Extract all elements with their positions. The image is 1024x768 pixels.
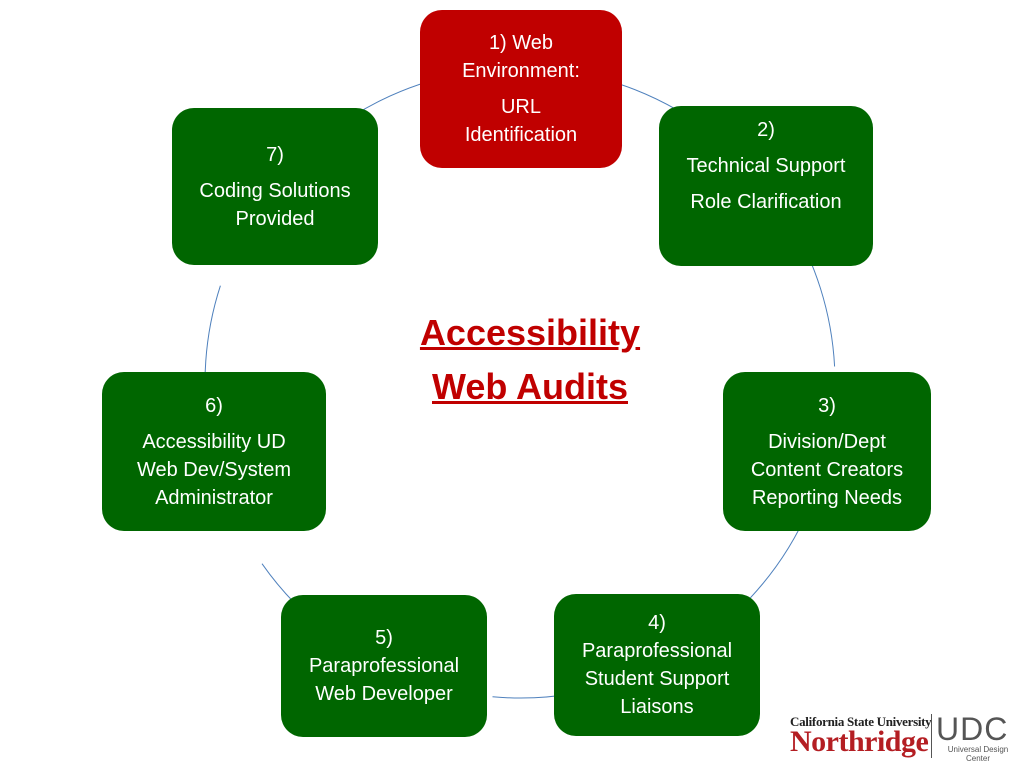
logo-udc: UDC: [936, 711, 1009, 747]
node-system-administrator: 6) Accessibility UD Web Dev/System Admin…: [102, 372, 326, 531]
logo-udc-sub-line-2: Center: [965, 754, 990, 763]
node-7-line-1: 7): [266, 143, 284, 166]
node-5-line-1: 5): [375, 627, 393, 649]
logo-udc-sub-line-1: Universal Design: [947, 745, 1009, 754]
diagram-title-line-1: Accessibility: [419, 312, 641, 353]
node-4-line-2: Paraprofessional: [581, 640, 733, 662]
node-web-environment: 1) Web Environment: URL Identification: [420, 10, 622, 168]
node-5-line-3: Web Developer: [315, 683, 453, 705]
node-5-line-2: Paraprofessional: [308, 655, 460, 677]
node-6-line-1: 6): [205, 394, 223, 417]
node-6-line-2: Accessibility UD: [142, 430, 286, 453]
node-4-line-4: Liaisons: [620, 696, 694, 718]
node-web-developer: 5) Paraprofessional Web Developer: [281, 595, 487, 737]
node-2-line-2: Technical Support: [686, 155, 846, 177]
node-6-line-3: Web Dev/System: [136, 458, 292, 481]
node-6-line-4: Administrator: [155, 486, 273, 509]
node-student-support-liaisons: 4) Paraprofessional Student Support Liai…: [554, 594, 760, 736]
logo-university-main: Northridge: [790, 725, 929, 758]
node-4-line-3: Student Support: [584, 668, 730, 690]
logo-divider: [931, 714, 932, 758]
node-3-line-1: 3): [818, 394, 836, 417]
node-division-dept: 3) Division/Dept Content Creators Report…: [723, 372, 931, 531]
node-2-line-1: 2): [757, 119, 775, 141]
csun-udc-logo: California State University Northridge U…: [790, 711, 1018, 763]
node-coding-solutions: 7) Coding Solutions Provided: [172, 108, 378, 265]
node-4-line-1: 4): [648, 612, 666, 634]
node-1-line-1: 1) Web: [488, 32, 554, 54]
logo-udc-sub: Universal Design Center: [938, 745, 1018, 763]
node-technical-support: 2) Technical Support Role Clarification: [659, 106, 873, 266]
node-1-line-3: URL: [500, 96, 541, 118]
diagram-title-line-2: Web Audits: [432, 366, 628, 407]
node-3-line-4: Reporting Needs: [751, 486, 903, 509]
node-7-line-2: Coding Solutions: [199, 179, 351, 202]
node-7-line-3: Provided: [235, 207, 315, 230]
logo-university-top: California State University: [790, 714, 932, 729]
node-3-line-2: Division/Dept: [768, 430, 886, 453]
node-3-line-3: Content Creators: [750, 458, 904, 481]
node-1-line-4: Identification: [464, 124, 578, 146]
diagram-title: Accessibility Web Audits: [380, 306, 680, 414]
node-2-line-3: Role Clarification: [690, 191, 842, 213]
node-1-line-2: Environment:: [462, 60, 580, 82]
